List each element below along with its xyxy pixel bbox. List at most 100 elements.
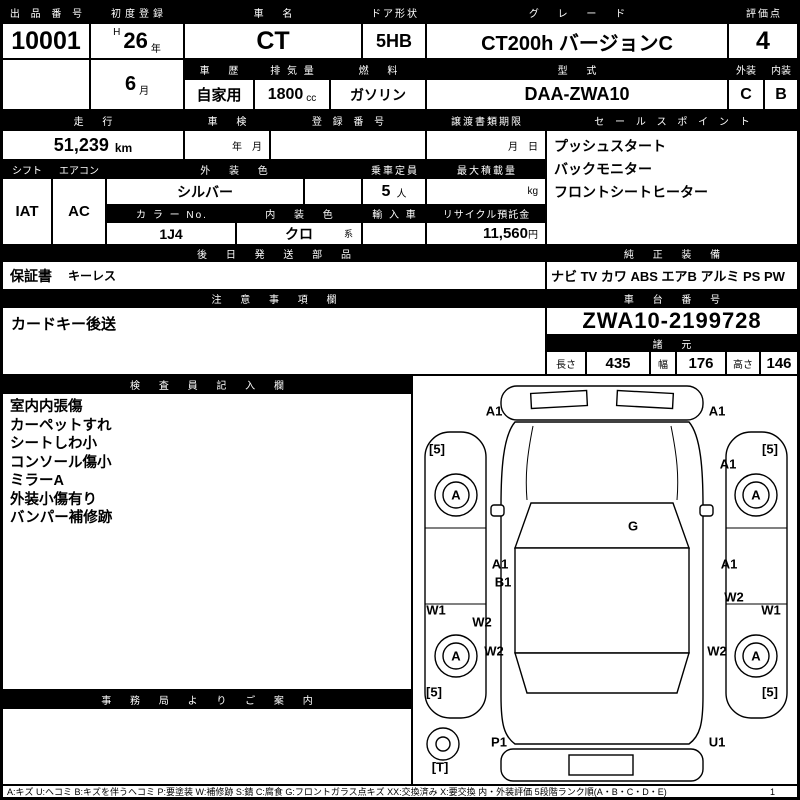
left-mirror	[490, 504, 505, 517]
grade-value: CT200h バージョンC	[426, 23, 728, 59]
interior-grade-label: 内装	[764, 59, 798, 79]
damage-marker: A	[751, 487, 761, 503]
inspector-note: 外装小傷有り	[10, 491, 97, 508]
registration-number-value	[270, 130, 426, 160]
sales-point: フロントシートヒーター	[554, 184, 708, 200]
fuel-value: ガソリン	[330, 79, 426, 110]
damage-marker: [5]	[762, 441, 778, 457]
office-notice-body	[2, 708, 412, 785]
max-load-label: 最大積載量	[426, 160, 546, 178]
import-value	[362, 222, 426, 245]
door-shape: 5HB	[362, 23, 426, 59]
damage-marker: A1	[708, 403, 726, 419]
width-value: 176	[676, 351, 726, 375]
shift-value: IAT	[2, 178, 52, 245]
length-value: 435	[586, 351, 650, 375]
month-unit: 月	[139, 86, 150, 97]
history-label: 車 歴	[184, 59, 254, 79]
model-code: DAA-ZWA10	[426, 79, 728, 110]
fuel-label: 燃 料	[330, 59, 426, 79]
page-number: 1	[769, 786, 775, 797]
damage-marker: B1	[494, 574, 512, 590]
interior-color: クロ 系	[236, 222, 362, 245]
damage-marker: A1	[491, 556, 509, 572]
interior-color-suffix: 系	[343, 229, 353, 239]
exterior-grade-label: 外装	[728, 59, 764, 79]
recycle-amount: 11,560	[482, 225, 528, 242]
first-registration-year: H 26 年	[90, 23, 184, 59]
color-change-cell	[304, 178, 362, 205]
chassis-number: ZWA10-2199728	[546, 307, 798, 335]
mileage-label: 走 行	[2, 110, 184, 130]
factory-equipment-label: 純 正 装 備	[546, 245, 798, 261]
inspector-note: ミラーA	[10, 473, 64, 489]
chassis-number-label: 車 台 番 号	[546, 290, 798, 307]
lot-empty-cell	[2, 59, 90, 110]
color-number-label: カ ラ ー No.	[106, 205, 236, 222]
door-shape-label: ドア形状	[362, 2, 426, 23]
interior-color-name: クロ	[285, 225, 313, 242]
recycle-deposit: 11,560 円	[426, 222, 546, 245]
first-registration-label: 初度登録	[90, 2, 184, 23]
damage-marker: A1	[719, 456, 737, 472]
damage-marker: G	[627, 518, 639, 534]
dimensions-label: 諸 元	[546, 335, 798, 351]
height-value: 146	[760, 351, 798, 375]
caution-text: カードキー後送	[2, 307, 546, 375]
displacement-unit: cc	[306, 93, 317, 104]
legend-text: A:キズ U:ヘコミ B:キズを伴うヘコミ P:要塗装 W:補修跡 S:錆 C:…	[7, 787, 667, 797]
legend-bar: A:キズ U:ヘコミ B:キズを伴うヘコミ P:要塗装 W:補修跡 S:錆 C:…	[2, 785, 798, 798]
sales-points-label: セ ー ル ス ポ イ ン ト	[546, 110, 798, 130]
damage-marker: A1	[485, 403, 503, 419]
transfer-deadline-label: 譲渡書類期限	[426, 110, 546, 130]
sales-point: バックモニター	[554, 161, 652, 177]
parts-item-warranty-book: 保証書	[10, 267, 52, 284]
damage-marker: W1	[426, 602, 446, 618]
grade-label: グ レ ー ド	[426, 2, 728, 23]
damage-marker: W2	[724, 589, 744, 605]
damage-marker: P1	[491, 734, 507, 750]
later-shipped-parts: 保証書 キーレス	[2, 261, 546, 290]
import-label: 輸 入 車	[362, 205, 426, 222]
inspection-expiry-label: 車 検	[184, 110, 270, 130]
sales-point: プッシュスタート	[554, 138, 666, 154]
color-number: 1J4	[106, 222, 236, 245]
mileage-unit: km	[114, 141, 133, 155]
damage-marker: A	[751, 648, 761, 664]
width-label: 幅	[650, 351, 676, 375]
damage-marker: A1	[720, 556, 738, 572]
car-name-label: 車 名	[184, 2, 362, 23]
inspector-note: バンパー補修跡	[10, 510, 113, 526]
damage-marker: [T]	[431, 759, 449, 775]
roof	[514, 547, 690, 654]
damage-marker: [5]	[762, 684, 778, 700]
displacement-label: 排 気 量	[254, 59, 330, 79]
damage-marker: A	[451, 487, 461, 503]
model-code-label: 型 式	[426, 59, 728, 79]
displacement-value: 1800 cc	[254, 79, 330, 110]
car-name: CT	[184, 23, 362, 59]
year-value: 26	[123, 28, 148, 53]
lot-number: 10001	[2, 23, 90, 59]
score-label: 評価点	[728, 2, 798, 23]
caution-label: 注 意 事 項 欄	[2, 290, 546, 307]
mileage-value: 51,239 km	[2, 130, 184, 160]
interior-grade: B	[764, 79, 798, 110]
damage-marker: W1	[761, 602, 781, 618]
shift-label: シフト	[2, 160, 52, 178]
inspector-note: 室内内張傷	[10, 399, 83, 415]
windshield	[514, 502, 690, 549]
damage-marker: W2	[472, 614, 492, 630]
inspector-note: カーペットすれ	[10, 417, 112, 434]
score-value: 4	[728, 23, 798, 59]
damage-marker: A	[451, 648, 461, 664]
aircon-value: AC	[52, 178, 106, 245]
capacity-label: 乗車定員	[362, 160, 426, 178]
first-registration-month: 6 月	[90, 59, 184, 110]
damage-marker: [5]	[429, 441, 445, 457]
right-headlight	[615, 389, 675, 410]
capacity-number: 5	[381, 182, 391, 200]
mileage-number: 51,239	[53, 134, 109, 155]
capacity-unit: 人	[396, 189, 407, 200]
